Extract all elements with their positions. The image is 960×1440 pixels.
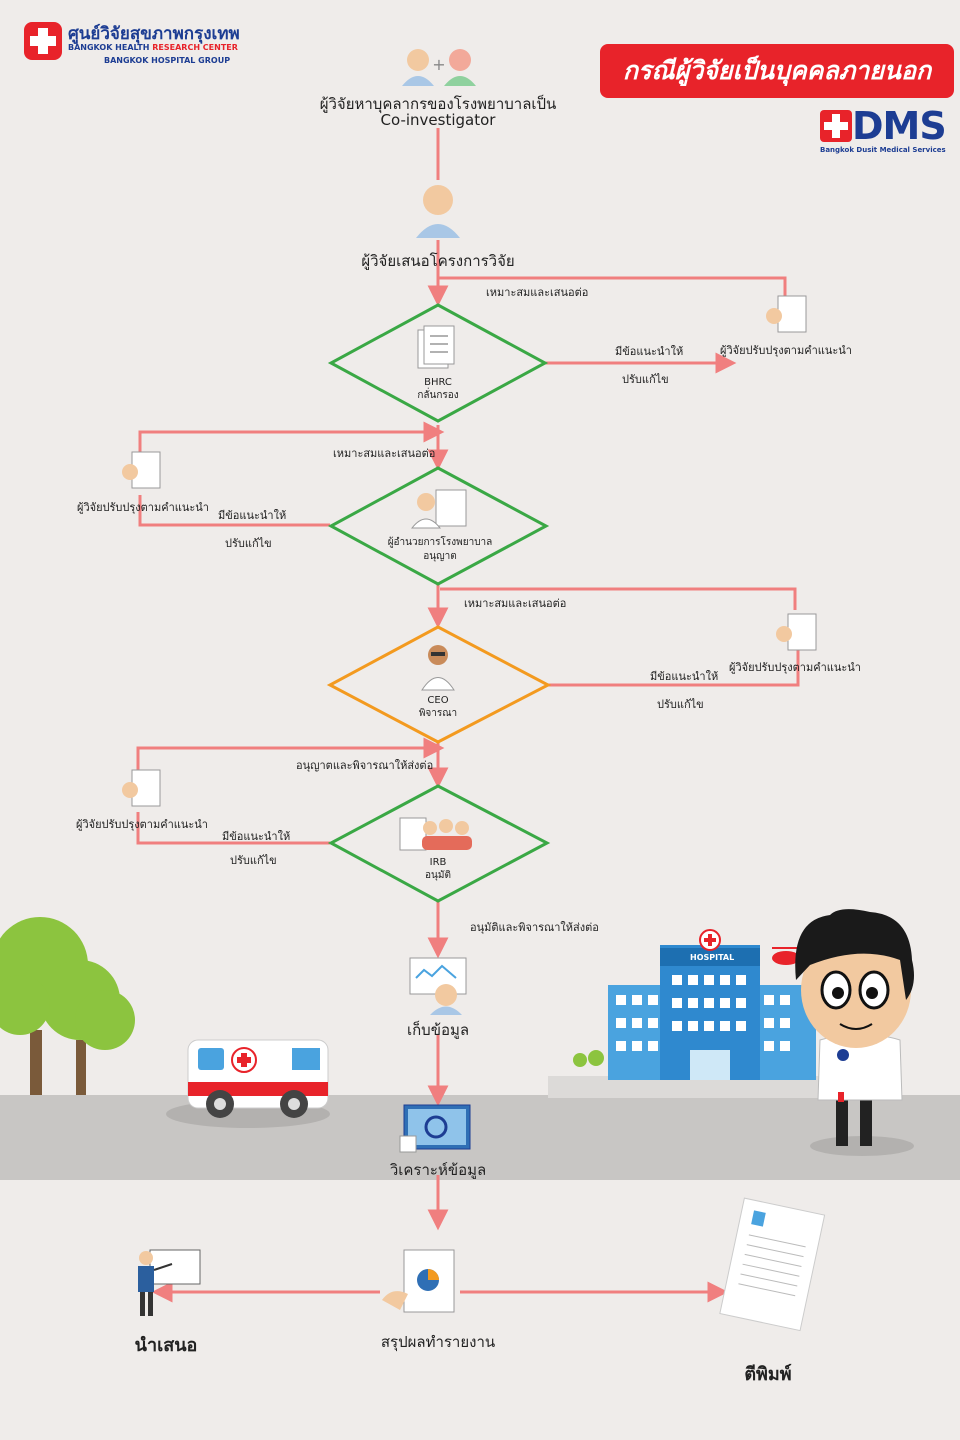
road-band [0,1095,960,1180]
bhrc-screening-label: กลั่นกรอง [417,390,459,401]
irb-label: IRB [429,857,447,868]
title-banner: กรณีผู้วิจัยเป็นบุคคลภายนอก [600,44,954,98]
step-analyze-data: วิเคราะห์ข้อมูล [389,1161,487,1179]
step-publish: ตีพิมพ์ [744,1364,792,1385]
hospital-illustration [573,929,816,1080]
d2-pass-label: เหมาะสมและเสนอต่อ [333,447,436,460]
ceo-consider-label: พิจารณา [418,708,458,719]
d2-fix-label-1: มีข้อแนะนำให้ [218,509,287,522]
irb-approve-label: อนุมัติ [425,870,451,881]
bhrc-logo-mark [24,22,62,60]
step-co-investigator: ผู้วิจัยหาบุคลากรของโรงพยาบาลเป็น [319,95,557,113]
director-icon [410,489,467,529]
bdms-logo-mark [820,110,852,142]
after-irb-label: อนุมัติและพิจารณาให้ส่งต่อ [470,921,599,934]
bdms-subtitle: Bangkok Dusit Medical Services [820,146,946,154]
report-icon [382,1249,455,1313]
d4-fix-label-1: มีข้อแนะนำให้ [222,830,291,843]
step-summary-report: สรุปผลทำรายงาน [380,1333,496,1351]
mascot-character [795,909,914,1156]
d1-fix-label-1: มีข้อแนะนำให้ [615,345,684,358]
bdms-logo-text: DMS [852,104,947,148]
d2-revise-label: ผู้วิจัยปรับปรุงตามคำแนะนำ [77,501,209,514]
d3-fix-label-2: ปรับแก้ไข [657,698,704,711]
revise-icon [122,295,817,807]
main-flow-line [151,128,729,1303]
committee-icon [399,817,472,851]
ceo-label: CEO [427,695,449,706]
step-present: นำเสนอ [134,1335,198,1356]
director-permit-label: อนุญาต [423,551,457,562]
feedback-loops [136,276,800,845]
presenter-icon [138,1249,201,1316]
publication-icon [719,1197,826,1332]
step-collect-data: เก็บข้อมูล [406,1021,470,1039]
svg-text:+: + [432,55,445,74]
ceo-icon [421,645,455,691]
d1-pass-label: เหมาะสมและเสนอต่อ [486,286,589,299]
d3-fix-label-1: มีข้อแนะนำให้ [650,670,719,683]
d3-pass-label: เหมาะสมและเสนอต่อ [464,597,567,610]
logo-english-name: BANGKOK HEALTH RESEARCH CENTER [68,43,238,52]
step-co-investigator-en: Co-investigator [380,111,496,129]
logo-group-name: BANGKOK HOSPITAL GROUP [104,56,231,65]
logo-line2-a: BANGKOK HEALTH [68,43,153,52]
bhrc-label: BHRC [424,377,452,388]
tree-illustration [0,917,135,1095]
d1-fix-label-2: ปรับแก้ไข [622,373,669,386]
step-submit-proposal: ผู้วิจัยเสนอโครงการวิจัย [361,252,515,270]
ambulance-illustration [166,1039,330,1128]
d2-fix-label-2: ปรับแก้ไข [225,537,272,550]
sidewalk [548,1076,848,1098]
d3-revise-label: ผู้วิจัยปรับปรุงตามคำแนะนำ [729,661,861,674]
d4-revise-label: ผู้วิจัยปรับปรุงตามคำแนะนำ [76,818,208,831]
d1-revise-label: ผู้วิจัยปรับปรุงตามคำแนะนำ [720,344,852,357]
analysis-icon [399,1104,471,1153]
d4-pass-label: อนุญาตและพิจารณาให้ส่งต่อ [296,759,434,772]
checklist-icon [417,325,455,369]
logo-thai-name: ศูนย์วิจัยสุขภาพกรุงเทพ [68,24,240,44]
director-label: ผู้อำนวยการโรงพยาบาล [387,537,493,548]
logo-line2-b: RESEARCH CENTER [152,43,238,52]
researcher-icon [416,185,460,238]
d4-fix-label-2: ปรับแก้ไข [230,854,277,867]
data-collection-icon [409,957,467,1015]
hospital-sign: HOSPITAL [690,953,735,962]
co-investigator-icon: + [402,49,476,86]
